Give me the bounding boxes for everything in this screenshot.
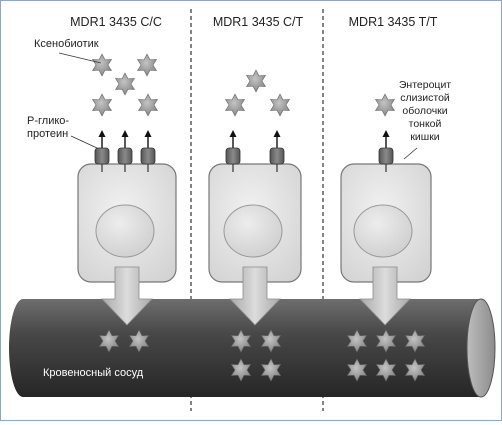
pgp-leader-line bbox=[70, 135, 98, 149]
xenobiotic-leader-line bbox=[58, 52, 102, 64]
xenobiotic-star-icon bbox=[91, 93, 113, 117]
vessel-label: Кровеносный сосуд bbox=[43, 367, 144, 379]
down-arrows bbox=[101, 266, 411, 326]
enterocyte-label-line5: кишки bbox=[410, 131, 439, 143]
xenobiotic-star-icon bbox=[91, 53, 113, 77]
xenobiotic-stars bbox=[91, 53, 426, 382]
xenobiotic-star-icon bbox=[128, 329, 150, 353]
p-glycoprotein-pump-icon bbox=[269, 130, 285, 172]
xenobiotic-label: Ксенобиотик bbox=[34, 38, 99, 50]
enterocyte-cell-tt bbox=[340, 163, 432, 283]
transport-down-arrow bbox=[229, 266, 281, 326]
xenobiotic-star-icon bbox=[346, 329, 368, 353]
xenobiotic-star-icon bbox=[230, 329, 252, 353]
enterocyte-label-line3: оболочки bbox=[402, 105, 447, 117]
efflux-arrow-icon bbox=[273, 130, 281, 137]
enterocyte-label-line1: Энтероцит bbox=[399, 79, 451, 91]
xenobiotic-star-icon bbox=[374, 93, 396, 117]
efflux-arrow-icon bbox=[98, 130, 106, 137]
transport-down-arrow bbox=[359, 266, 411, 326]
xenobiotic-star-icon bbox=[404, 329, 426, 353]
efflux-arrow-icon bbox=[382, 130, 390, 137]
efflux-arrow-icon bbox=[144, 130, 152, 137]
enterocyte-cell-cc bbox=[77, 163, 177, 283]
xenobiotic-star-icon bbox=[245, 69, 267, 93]
transport-down-arrow bbox=[101, 266, 153, 326]
xenobiotic-star-icon bbox=[136, 53, 158, 77]
xenobiotic-star-icon bbox=[269, 93, 291, 117]
xenobiotic-star-icon bbox=[375, 329, 397, 353]
p-glycoprotein-pumps bbox=[94, 130, 394, 172]
p-glycoprotein-pump-icon bbox=[94, 130, 110, 172]
xenobiotic-star-icon bbox=[375, 358, 397, 382]
p-glycoprotein-pump-icon bbox=[225, 130, 241, 172]
column-title-cc: MDR1 3435 C/C bbox=[70, 15, 162, 29]
xenobiotic-star-icon bbox=[98, 329, 120, 353]
efflux-arrow-icon bbox=[121, 130, 129, 137]
enterocyte-label-line4: тонкой bbox=[409, 118, 442, 130]
xenobiotic-star-icon bbox=[260, 358, 282, 382]
column-title-tt: MDR1 3435 T/T bbox=[349, 15, 438, 29]
enterocyte-label-line2: слизистой bbox=[400, 92, 450, 104]
xenobiotic-star-icon bbox=[114, 72, 136, 96]
cell-nucleus bbox=[223, 204, 283, 258]
xenobiotic-star-icon bbox=[404, 358, 426, 382]
pgp-label-line2: протеин bbox=[27, 128, 68, 140]
enterocyte-leader-line bbox=[403, 147, 418, 160]
xenobiotic-star-icon bbox=[346, 358, 368, 382]
xenobiotic-star-icon bbox=[230, 358, 252, 382]
enterocyte-cell-ct bbox=[208, 163, 302, 283]
p-glycoprotein-pump-icon bbox=[117, 130, 133, 172]
pgp-label-line1: Р-глико- bbox=[27, 115, 69, 127]
cell-nucleus bbox=[95, 204, 155, 258]
xenobiotic-star-icon bbox=[137, 93, 159, 117]
efflux-arrow-icon bbox=[229, 130, 237, 137]
xenobiotic-star-icon bbox=[224, 93, 246, 117]
vessel-lumen-end bbox=[466, 298, 496, 398]
p-glycoprotein-pump-icon bbox=[378, 130, 394, 172]
cell-nucleus bbox=[353, 204, 413, 258]
xenobiotic-star-icon bbox=[260, 329, 282, 353]
p-glycoprotein-pump-icon bbox=[140, 130, 156, 172]
column-title-ct: MDR1 3435 C/T bbox=[213, 15, 304, 29]
